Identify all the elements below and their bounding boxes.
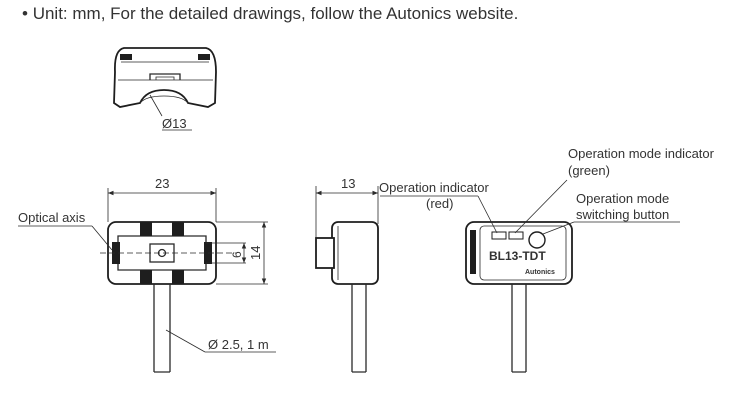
cable-label: Ø 2.5, 1 m [208, 337, 269, 352]
operation-indicator-leader [477, 195, 498, 234]
cable-leader [165, 329, 206, 353]
note-text: Unit: mm, For the detailed drawings, fol… [32, 4, 519, 23]
mode-indicator-color: (green) [568, 163, 610, 178]
top-view-notch-inner [155, 76, 175, 80]
top-view-housing [113, 47, 217, 108]
mode-button-leader [542, 221, 575, 235]
front-view: 23 6 14 Optical axis Ø 2.5, 1 m [18, 176, 276, 373]
side-view: 13 [315, 176, 379, 373]
side-view-cable [351, 284, 367, 373]
width-dim-label: 23 [155, 176, 169, 191]
front-view-left-slot [112, 242, 120, 264]
mode-indicator-leader [514, 179, 568, 234]
top-view: Ø13 [113, 47, 217, 131]
diameter-label: Ø13 [162, 116, 187, 131]
height-dim-label: 14 [248, 246, 263, 260]
mode-indicator-led [508, 231, 524, 240]
front-view-housing [107, 221, 217, 285]
side-view-lens-block [315, 237, 335, 269]
top-view-left-tab [120, 54, 132, 60]
model-text: BL13-TDT [489, 249, 546, 263]
top-view-right-tab [198, 54, 210, 60]
rear-view-left-edge [470, 230, 476, 274]
operation-indicator-led [491, 231, 507, 240]
mode-button-label-2: switching button [576, 207, 669, 222]
inner-dim-label: 6 [230, 251, 244, 258]
mode-indicator-label: Operation mode indicator [568, 146, 715, 161]
top-view-inner-outline [118, 61, 213, 81]
diameter-leader [149, 94, 163, 117]
depth-dim-label: 13 [341, 176, 355, 191]
note-bullet: • [22, 4, 28, 23]
operation-indicator-color: (red) [426, 196, 453, 211]
mode-switch-button [528, 231, 546, 249]
rear-view-cable [511, 284, 527, 373]
optical-axis-label: Optical axis [18, 210, 86, 225]
rear-view: BL13-TDT Autonics Operation indicator (r… [379, 146, 715, 373]
front-view-top-clips [140, 222, 184, 236]
operation-indicator-label: Operation indicator [379, 180, 490, 195]
side-view-housing [331, 221, 379, 285]
optical-axis-leader [91, 225, 113, 251]
front-view-bottom-clips [140, 270, 184, 284]
unit-note: • Unit: mm, For the detailed drawings, f… [22, 4, 518, 24]
top-view-arc [139, 95, 189, 104]
front-view-cable [153, 284, 171, 373]
rear-view-panel [479, 225, 567, 281]
brand-text: Autonics [525, 269, 555, 276]
mode-button-label: Operation mode [576, 191, 669, 206]
top-view-notch [149, 73, 181, 80]
